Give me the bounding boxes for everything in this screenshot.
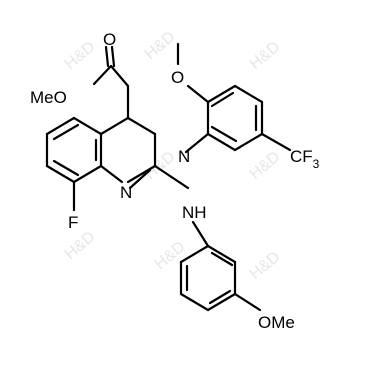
trifluoromethyl-subscript: 3: [313, 157, 320, 171]
bond: [210, 91, 235, 108]
bond: [179, 244, 210, 264]
bond: [210, 251, 234, 267]
ring-nitrogen-n1-label: N: [120, 183, 132, 202]
carbonyl-oxygen-label: O: [103, 30, 116, 49]
bond: [208, 289, 232, 305]
watermark: H&D: [62, 228, 99, 263]
bond: [110, 45, 116, 68]
atom-label-layer: O MeO N N NH F O CF3 OMe: [30, 30, 320, 332]
bond: [52, 159, 80, 177]
bond: [104, 45, 110, 68]
bond: [109, 64, 130, 88]
watermark: H&D: [247, 38, 284, 73]
bond: [179, 292, 210, 312]
bond: [233, 132, 264, 152]
bond: [184, 132, 210, 154]
watermark: H&D: [247, 148, 284, 183]
bond: [72, 116, 103, 136]
methoxy-ester-label: MeO: [30, 88, 67, 107]
bond: [128, 168, 152, 190]
bond: [233, 84, 264, 104]
bond: [126, 116, 157, 136]
bond: [72, 164, 103, 184]
bond: [210, 125, 238, 143]
bond: [92, 64, 113, 86]
watermark: H&D: [152, 238, 189, 273]
methoxy-substituent-label: OMe: [258, 313, 295, 332]
bond: [153, 164, 190, 190]
ring-nitrogen-n3-label: N: [178, 147, 190, 166]
bond: [45, 164, 76, 184]
bond: [206, 292, 237, 312]
trifluoromethyl-label: CF3: [290, 147, 320, 171]
bond: [206, 84, 237, 104]
trifluoromethyl-main: CF: [290, 147, 313, 166]
bond: [45, 116, 76, 136]
bond: [126, 164, 157, 184]
bond: [206, 132, 237, 152]
bond: [233, 292, 262, 312]
bond: [52, 123, 80, 141]
watermark: H&D: [142, 28, 179, 63]
bond: [186, 84, 210, 104]
bond: [99, 116, 130, 136]
watermark: H&D: [247, 248, 284, 283]
watermark: H&D: [62, 38, 99, 73]
fluoro-label: F: [68, 213, 78, 232]
bond: [206, 244, 237, 264]
amine-nh-label: NH: [182, 203, 207, 222]
aryl-methoxy-oxygen-label: O: [171, 68, 184, 87]
bond-layer: [45, 42, 292, 312]
bond: [260, 132, 292, 152]
bond: [99, 164, 124, 184]
bond: [191, 220, 210, 248]
